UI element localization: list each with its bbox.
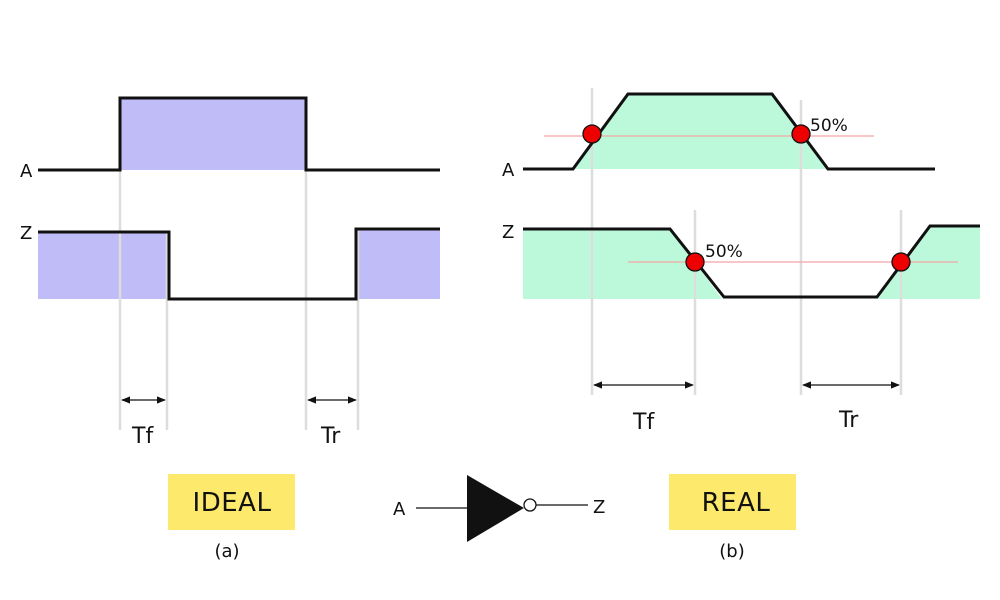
ideal-panel: A Z Tf Tr IDEAL (a) [20, 96, 440, 562]
ideal-caption-box [168, 474, 295, 530]
inverter-triangle-icon [467, 475, 524, 542]
real-signal-a-label: A [502, 160, 515, 181]
ideal-signal-a-label: A [20, 161, 33, 182]
ideal-caption: IDEAL [193, 488, 272, 518]
ideal-z-high-fill-left [38, 232, 169, 299]
ideal-subcaption: (a) [214, 541, 239, 562]
ideal-a-high-fill [120, 98, 306, 170]
real-z-waveform [523, 224, 980, 299]
ideal-z-waveform [38, 227, 440, 301]
inverter-symbol: A Z [393, 475, 605, 542]
ideal-tr-label: Tr [320, 424, 341, 449]
inverter-bubble-icon [523, 498, 537, 512]
inverter-input-label: A [393, 499, 406, 520]
real-a-fill [573, 94, 828, 169]
real-z-fill-left [523, 229, 722, 299]
real-caption: REAL [702, 488, 771, 518]
real-z-tf-marker [685, 252, 705, 272]
ideal-z-high-fill-right [356, 229, 440, 299]
inverter-output-label: Z [593, 497, 605, 518]
ideal-a-waveform [38, 96, 440, 172]
real-a-fall-start-marker [582, 124, 602, 144]
real-tr-label: Tr [838, 408, 859, 433]
real-tf-label: Tf [632, 410, 655, 435]
real-z-tr-marker [891, 252, 911, 272]
ideal-signal-z-label: Z [20, 223, 32, 244]
real-z-threshold-label: 50% [705, 242, 743, 262]
real-a-threshold-label: 50% [810, 116, 848, 136]
real-a-fall-end-marker [791, 124, 811, 144]
real-signal-z-label: Z [502, 222, 514, 243]
real-a-waveform [523, 92, 935, 171]
ideal-tf-label: Tf [131, 424, 154, 449]
real-caption-box [669, 474, 796, 530]
real-subcaption: (b) [719, 541, 744, 562]
real-panel: 50% 50% A Z Tf Tr REAL (b) [502, 88, 980, 562]
